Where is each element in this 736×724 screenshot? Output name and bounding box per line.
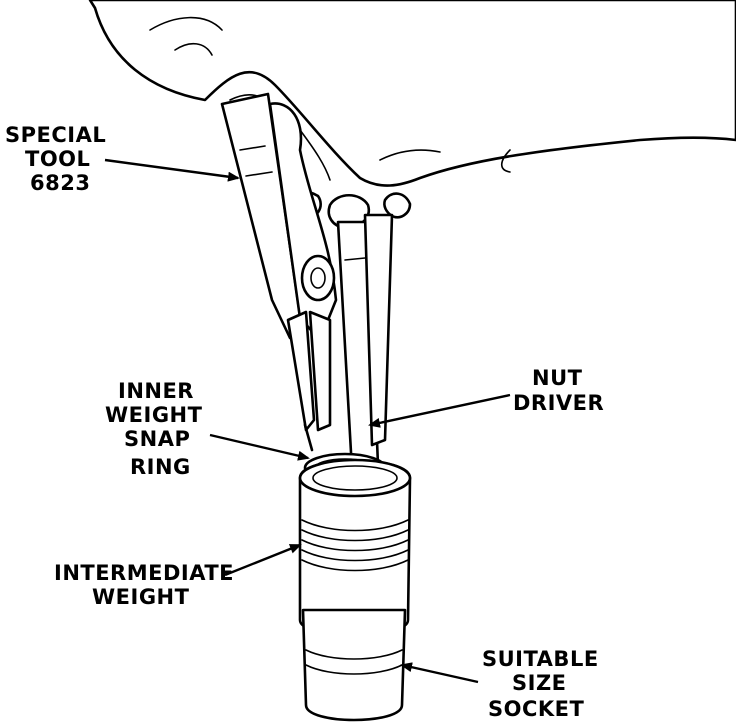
label-intermediate-weight: INTERMEDIATE WEIGHT: [54, 561, 234, 609]
svg-text:INNER: INNER: [118, 379, 194, 403]
svg-text:SPECIAL: SPECIAL: [5, 123, 106, 147]
leader-snap-ring: [209, 433, 310, 461]
svg-text:INTERMEDIATE: INTERMEDIATE: [54, 561, 234, 585]
label-inner-weight-snap-ring: INNER WEIGHT SNAP RING: [105, 379, 203, 479]
svg-text:TOOL: TOOL: [25, 147, 90, 171]
svg-text:NUT: NUT: [532, 366, 583, 390]
hand-illustration: [88, 0, 736, 230]
svg-text:SUITABLE: SUITABLE: [482, 647, 599, 671]
svg-text:WEIGHT: WEIGHT: [92, 585, 190, 609]
leader-socket: [400, 662, 479, 684]
leader-intermediate-weight: [224, 543, 302, 577]
svg-text:RING: RING: [130, 455, 191, 479]
svg-text:SIZE: SIZE: [512, 671, 567, 695]
leader-nut-driver: [368, 393, 511, 428]
snap-ring-pliers: [220, 92, 338, 452]
label-special-tool: SPECIAL TOOL 6823: [5, 123, 106, 195]
label-nut-driver: NUT DRIVER: [513, 366, 604, 415]
svg-text:DRIVER: DRIVER: [513, 391, 604, 415]
svg-text:SNAP: SNAP: [124, 427, 190, 451]
nut-driver: [336, 213, 394, 472]
svg-text:SOCKET: SOCKET: [488, 697, 585, 721]
label-suitable-size-socket: SUITABLE SIZE SOCKET: [482, 647, 599, 721]
leader-special-tool: [104, 158, 240, 182]
svg-text:6823: 6823: [30, 171, 90, 195]
svg-text:WEIGHT: WEIGHT: [105, 403, 203, 427]
suitable-size-socket: [301, 608, 407, 722]
intermediate-weight: [298, 458, 412, 637]
